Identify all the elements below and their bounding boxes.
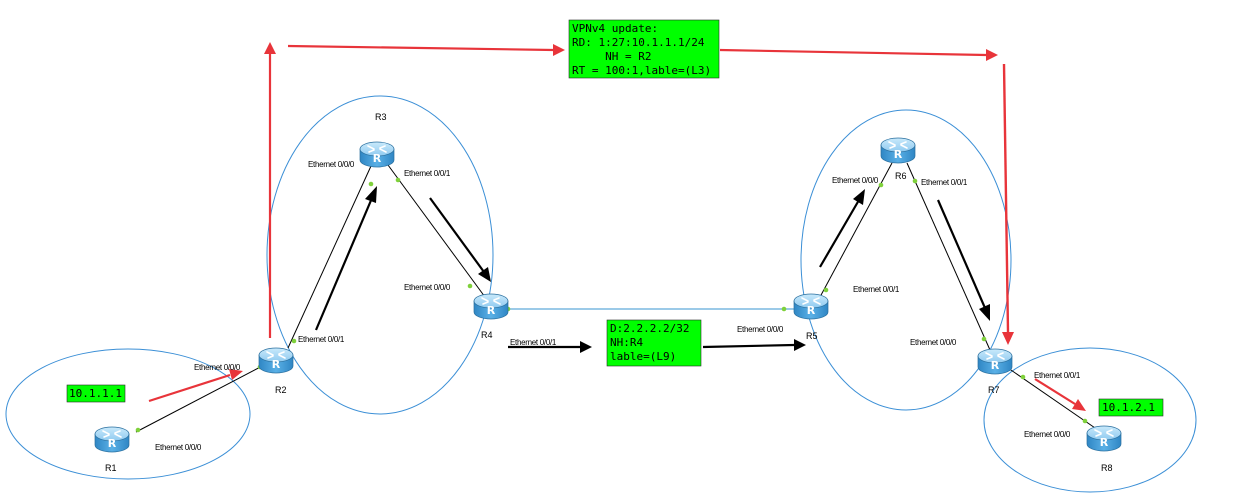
- port-label-r2-eth001: Ethernet 0/0/1: [298, 335, 345, 344]
- port-label-r6-eth000: Ethernet 0/0/0: [832, 176, 879, 185]
- port-label-r6-eth001: Ethernet 0/0/1: [921, 178, 968, 187]
- area-circle-r1: [5, 348, 251, 480]
- router-r7-icon[interactable]: [977, 348, 1013, 375]
- vpnv4-line-2: RD: 1:27:10.1.1.1/24: [572, 36, 705, 49]
- dst-prefix-box: [1098, 398, 1164, 417]
- src-prefix-box: [66, 384, 126, 403]
- router-r6-label: R6: [895, 171, 907, 181]
- link-r6-r7: [906, 162, 991, 351]
- ldp-update-box: [606, 319, 702, 367]
- port-label-r5-eth000: Ethernet 0/0/0: [737, 325, 784, 334]
- port-label-r1-eth000: Ethernet 0/0/0: [155, 443, 202, 452]
- router-r3-label: R3: [375, 112, 387, 122]
- src-prefix-text: 10.1.1.1: [69, 387, 122, 400]
- port-label-r3-eth000: Ethernet 0/0/0: [308, 160, 355, 169]
- area-circle-left-core: [266, 95, 494, 415]
- ldp-line-2: NH:R4: [610, 336, 643, 349]
- port-label-r8-eth000: Ethernet 0/0/0: [1024, 430, 1071, 439]
- port-label-r4-eth000: Ethernet 0/0/0: [404, 283, 451, 292]
- links: [135, 162, 1099, 433]
- router-r4-icon[interactable]: [473, 293, 509, 320]
- vpnv4-line-3: NH = R2: [572, 50, 651, 63]
- router-r2-label: R2: [275, 385, 287, 395]
- port-label-r2-eth000: Ethernet 0/0/0: [194, 363, 241, 372]
- port-label-r7-eth001: Ethernet 0/0/1: [1034, 371, 1081, 380]
- ldp-line-1: D:2.2.2.2/32: [610, 322, 689, 335]
- port-label-r3-eth001: Ethernet 0/0/1: [404, 169, 451, 178]
- router-r8-label: R8: [1101, 463, 1113, 473]
- ldp-line-3: lable=(L9): [610, 350, 676, 363]
- vpnv4-line-4: RT = 100:1,lable=(L3): [572, 64, 711, 77]
- router-r1-label: R1: [105, 463, 117, 473]
- link-r3-r4: [387, 164, 486, 298]
- port-label-r4-eth001: Ethernet 0/0/1: [510, 338, 557, 347]
- link-r1-r2: [135, 361, 271, 433]
- port-label-r7-eth000: Ethernet 0/0/0: [910, 338, 957, 347]
- router-r5-label: R5: [806, 331, 818, 341]
- vpnv4-update-box: [568, 19, 720, 79]
- area-circle-right-core: [800, 109, 1012, 411]
- vpn-arrows: [148, 42, 1086, 411]
- area-circle-r8: [983, 347, 1197, 493]
- port-label-r5-eth001: Ethernet 0/0/1: [853, 285, 900, 294]
- lsp-arrows: [314, 186, 990, 353]
- router-r4-label: R4: [481, 330, 493, 340]
- router-r6-icon[interactable]: [880, 137, 916, 164]
- router-r1-icon[interactable]: [94, 426, 130, 453]
- router-r3-icon[interactable]: [359, 141, 395, 168]
- router-r5-icon[interactable]: [793, 293, 829, 320]
- dst-prefix-text: 10.1.2.1: [1102, 401, 1155, 414]
- router-r7-label: R7: [988, 385, 1000, 395]
- link-r2-r3: [287, 165, 372, 349]
- vpnv4-line-1: VPNv4 update:: [572, 22, 658, 35]
- router-r2-icon[interactable]: [258, 347, 294, 374]
- router-r8-icon[interactable]: [1086, 425, 1122, 452]
